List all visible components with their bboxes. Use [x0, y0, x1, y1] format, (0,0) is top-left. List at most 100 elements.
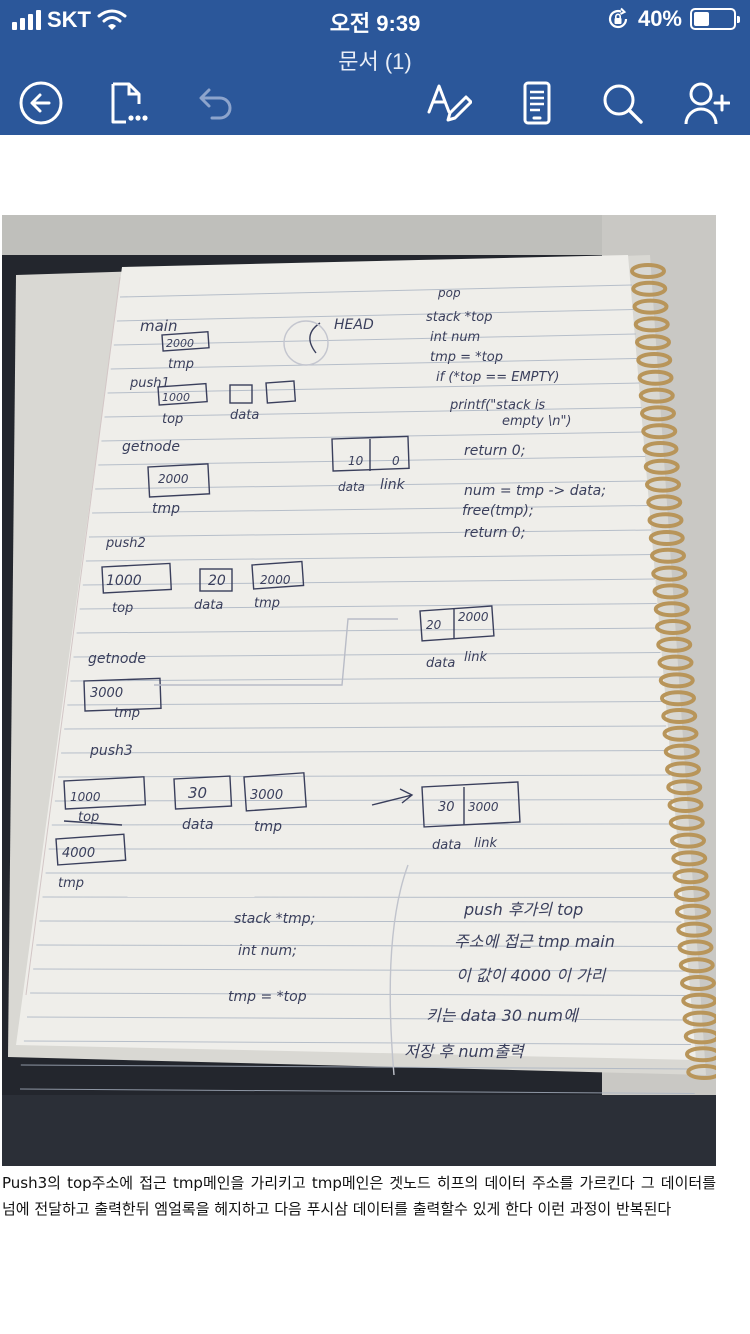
file-menu-icon — [111, 82, 148, 124]
search-icon — [603, 84, 643, 124]
document-photo[interactable]: pop main HEAD stack *top int num tmp = *… — [2, 215, 716, 1166]
note-tmp-1: tmp — [168, 357, 194, 372]
edit-button[interactable] — [424, 76, 474, 130]
ruled-line — [85, 554, 653, 562]
note-tmp-6: tmp — [58, 876, 84, 891]
ruled-line — [39, 920, 682, 923]
note-main: main — [140, 317, 177, 335]
note-tmp-3: tmp — [254, 596, 280, 611]
note-code-3: tmp = *top — [430, 350, 503, 365]
signal-icon — [12, 10, 41, 30]
back-button[interactable] — [16, 76, 66, 130]
spiral-coil — [658, 672, 695, 689]
note-node3-link: 3000 — [468, 800, 499, 814]
note-top-2: top — [112, 601, 133, 616]
ruled-line — [54, 799, 672, 802]
spiral-coil — [680, 975, 716, 991]
share-button[interactable] — [682, 76, 732, 130]
spiral-coil — [632, 298, 669, 315]
add-person-icon — [684, 82, 730, 125]
ruled-line — [70, 676, 663, 682]
ruled-line — [73, 652, 661, 658]
spiral-coil — [656, 636, 693, 653]
ruled-line — [79, 603, 657, 610]
note-link-1: link — [380, 477, 406, 493]
rotation-lock-icon — [608, 7, 628, 29]
spiral-coil — [640, 405, 676, 422]
battery-percent: 40% — [637, 6, 682, 31]
photo-caption: Push3의 top주소에 접근 tmp메인을 가리키고 tmp메인은 겟노드 … — [2, 1174, 716, 1218]
note-code-10: return 0; — [464, 525, 525, 541]
ruled-line — [88, 529, 652, 538]
spiral-coil — [662, 725, 699, 742]
spiral-coil — [655, 619, 691, 635]
spiral-coil — [666, 779, 703, 796]
mobile-view-button[interactable] — [512, 76, 562, 130]
ruled-line — [113, 333, 636, 346]
note-node1-link: 0 — [392, 454, 400, 468]
document-title: 문서 (1) — [338, 49, 412, 74]
spiral-coil — [633, 316, 670, 333]
note-node2-data: 20 — [426, 618, 442, 632]
spiral-coil — [651, 565, 688, 582]
spiral-coil — [631, 280, 668, 297]
spiral-coil — [665, 761, 701, 778]
spiral-coil — [673, 886, 710, 902]
note-push3: push3 — [89, 743, 133, 759]
note-3000: 3000 — [90, 686, 123, 701]
spiral-coil — [681, 992, 716, 1009]
note-link-2: link — [464, 650, 487, 665]
spiral-coil — [678, 957, 715, 974]
file-menu-button[interactable] — [102, 76, 152, 130]
status-time: 오전 9:39 — [329, 11, 421, 36]
note-kor-5: 저장 후 num출력 — [404, 1042, 526, 1061]
ruled-line — [107, 382, 640, 394]
note-2000: 2000 — [158, 472, 189, 486]
ruled-line — [64, 725, 667, 730]
ruled-line — [98, 456, 646, 466]
note-link-3: link — [474, 836, 497, 851]
notebook-photo: pop main HEAD stack *top int num tmp = *… — [2, 215, 716, 1166]
note-kor-1: push 후가의 top — [463, 900, 583, 919]
carrier-name: SKT — [47, 7, 91, 32]
ruled-line — [116, 309, 634, 322]
note-top-3: top — [78, 810, 99, 825]
note-push2: push2 — [105, 536, 146, 551]
ruled-line — [23, 1040, 691, 1045]
ruled-line — [57, 774, 671, 778]
ruled-line — [110, 358, 638, 370]
note-node1-data: 10 — [348, 454, 364, 468]
note-3000-b: 3000 — [250, 788, 283, 803]
spiral-coil — [653, 601, 690, 618]
ruled-line — [76, 627, 659, 634]
note-int-num: int num; — [238, 943, 297, 959]
note-tmp-5: tmp — [254, 819, 282, 835]
spiral-coil — [657, 654, 694, 671]
ruled-line — [36, 944, 684, 947]
note-20: 20 — [208, 573, 226, 589]
note-getnode-1: getnode — [122, 439, 180, 455]
spiral-coil — [676, 921, 713, 938]
ruled-line — [95, 480, 648, 490]
spiral-coil — [646, 494, 683, 511]
note-kor-4: 키는 data 30 num에 — [426, 1006, 580, 1025]
undo-button[interactable] — [188, 76, 238, 130]
spiral-coil — [671, 850, 708, 867]
ruled-line — [20, 1064, 693, 1070]
spiral-coil — [660, 690, 696, 707]
note-code-9: free(tmp); — [462, 503, 534, 519]
spiral-coil — [648, 530, 685, 546]
spiral-coil — [650, 547, 686, 564]
spiral-coil — [635, 334, 671, 351]
search-button[interactable] — [597, 76, 647, 130]
note-code-1: stack *top — [426, 310, 492, 325]
note-30: 30 — [188, 784, 207, 802]
ruled-line — [30, 992, 688, 996]
ruled-line — [33, 968, 686, 972]
spiral-coil — [645, 476, 681, 493]
spiral-coil — [675, 903, 711, 920]
spiral-coil — [670, 832, 706, 849]
note-top-1: top — [162, 412, 183, 427]
spiral-coil — [636, 352, 673, 368]
ruled-line — [42, 896, 680, 898]
